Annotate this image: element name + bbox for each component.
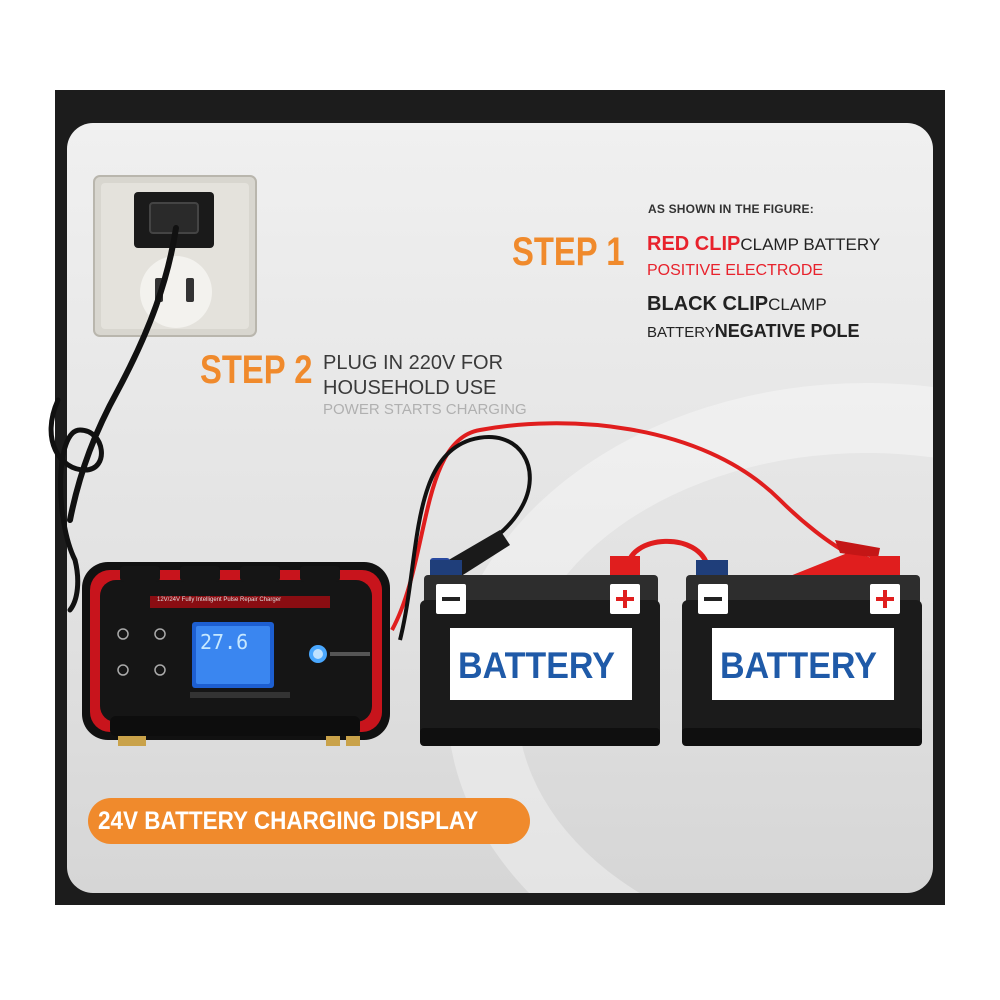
red-clip-rest: CLAMP BATTERY — [740, 235, 881, 254]
step2-line1: PLUG IN 220V FOR — [323, 352, 504, 374]
black-clip-line: BLACK CLIPCLAMP — [647, 294, 827, 314]
black-clip-line2-b: NEGATIVE POLE — [714, 321, 860, 341]
charger-model-text: 12V/24V Fully Intelligent Pulse Repair C… — [157, 597, 282, 603]
step2-line2: HOUSEHOLD USE — [323, 377, 497, 399]
lcd-reading: 27.6 — [200, 630, 249, 654]
step1-title: STEP 1 — [512, 230, 625, 274]
battery-label: BATTERY — [458, 645, 615, 686]
banner-pill — [88, 798, 530, 844]
charger-device — [82, 562, 390, 746]
step2-line3: POWER STARTS CHARGING — [323, 401, 527, 418]
red-cable — [390, 421, 853, 631]
red-clip-line2: POSITIVE ELECTRODE — [647, 262, 824, 279]
black-clip-line2: BATTERYNEGATIVE POLE — [647, 322, 859, 341]
step2-title: STEP 2 — [200, 348, 313, 392]
black-clip-line2-a: BATTERY — [647, 324, 715, 341]
red-clip-label: RED CLIP — [647, 233, 741, 255]
banner-text: 24V BATTERY CHARGING DISPLAY — [98, 807, 479, 835]
battery-icon — [682, 556, 922, 746]
battery-label: BATTERY — [720, 645, 877, 686]
step1-note: AS SHOWN IN THE FIGURE: — [648, 202, 814, 216]
wall-outlet-icon — [93, 175, 257, 337]
power-cord — [48, 225, 179, 613]
black-clip-rest: CLAMP — [768, 295, 827, 314]
black-cable — [398, 435, 532, 641]
battery-icon — [420, 556, 660, 746]
black-clip-label: BLACK CLIP — [647, 293, 769, 315]
red-clip-line: RED CLIPCLAMP BATTERY — [647, 234, 880, 254]
